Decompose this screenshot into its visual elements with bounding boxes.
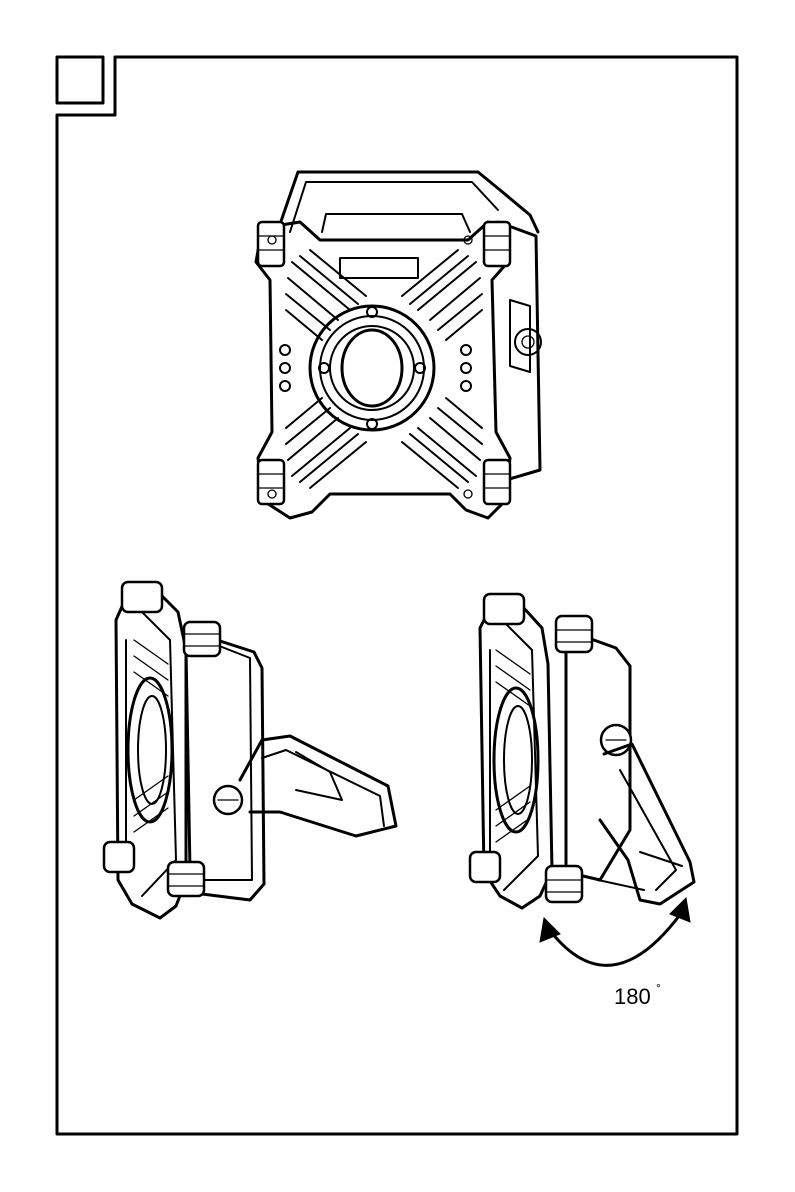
rotation-angle-label: 180 [614, 984, 651, 1009]
degree-symbol: ° [656, 981, 661, 995]
arrow-head-right-icon [670, 898, 690, 922]
work-light-stand-folded [470, 594, 694, 908]
cooling-ribs [286, 250, 482, 488]
step-number-box [57, 57, 103, 103]
work-light-front [256, 172, 541, 518]
rotation-indicator: 180 ° [540, 898, 690, 1009]
lens [310, 306, 434, 430]
work-light-stand-extended [104, 582, 396, 918]
